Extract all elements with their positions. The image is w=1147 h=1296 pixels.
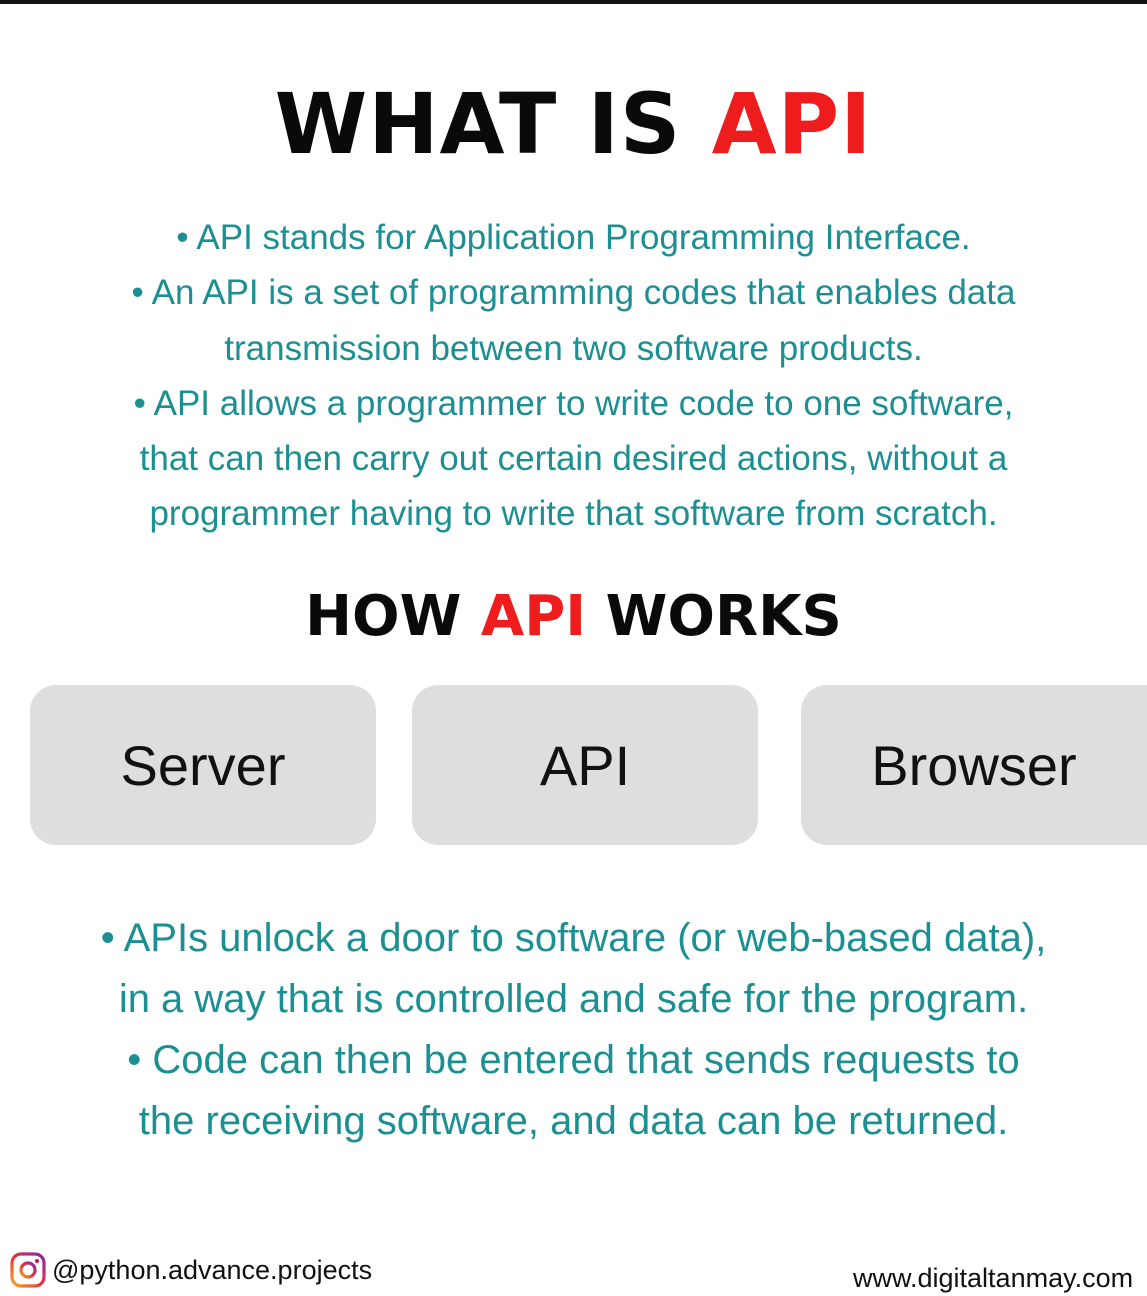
intro-text: • API stands for Application Programming… (40, 210, 1107, 542)
section-title: HOW API WORKS (0, 582, 1147, 652)
outro-line: in a way that is controlled and safe for… (118, 977, 1029, 1021)
instagram-credit[interactable]: @python.advance.projects (10, 1252, 372, 1288)
instagram-handle[interactable]: @python.advance.projects (52, 1255, 373, 1285)
instagram-icon (10, 1252, 46, 1288)
intro-line: programmer having to write that software… (149, 494, 998, 534)
subtitle-highlight: API (480, 584, 587, 649)
server-box-label: Server (120, 733, 286, 797)
outro-text: • APIs unlock a door to software (or web… (40, 908, 1107, 1152)
outro-line: • Code can then be entered that sends re… (127, 1038, 1020, 1082)
outro-line: the receiving software, and data can be … (138, 1099, 1009, 1143)
api-box: API (412, 685, 758, 845)
page-title: WHAT IS API (0, 72, 1147, 176)
website-link[interactable]: www.digitaltanmay.com (853, 1263, 1134, 1293)
top-divider (0, 0, 1147, 4)
api-box-label: API (539, 733, 631, 797)
server-box: Server (30, 685, 376, 845)
intro-line: transmission between two software produc… (224, 328, 923, 368)
intro-line: • API stands for Application Programming… (176, 218, 971, 257)
subtitle-suffix: WORKS (586, 584, 842, 649)
intro-line: • API allows a programmer to write code … (133, 383, 1014, 423)
intro-line: • An API is a set of programming codes t… (131, 273, 1016, 313)
browser-box: Browser (801, 685, 1147, 845)
outro-line: • APIs unlock a door to software (or web… (100, 916, 1047, 960)
title-highlight: API (711, 75, 873, 173)
intro-line: that can then carry out certain desired … (139, 439, 1008, 479)
subtitle-prefix: HOW (305, 584, 481, 649)
title-prefix: WHAT IS (274, 75, 712, 173)
browser-box-label: Browser (871, 733, 1077, 797)
